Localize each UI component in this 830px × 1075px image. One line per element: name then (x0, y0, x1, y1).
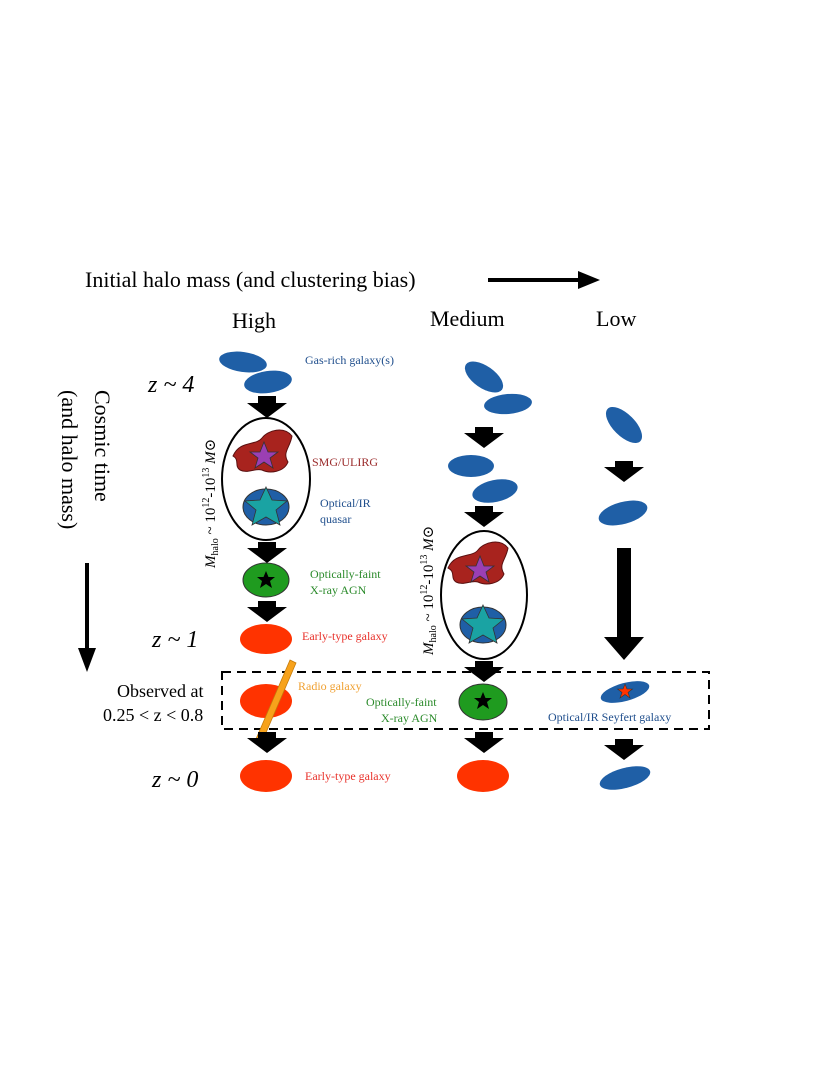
low-column: Optical/IR Seyfert galaxy (548, 406, 671, 790)
down-arrow (464, 661, 504, 682)
gas-rich-galaxy-1 (605, 406, 643, 444)
gas-rich-galaxy-3 (448, 455, 494, 477)
purple-star-icon (464, 554, 496, 583)
black-star-icon (474, 692, 492, 709)
gas-rich-galaxy-2 (598, 500, 648, 526)
early-type-galaxy-medium (457, 760, 509, 792)
halo-mass-label-medium: Mhalo ~ 1012-1013 M⊙ (419, 526, 439, 656)
column-label-low: Low (596, 306, 636, 331)
quasar-label-line1: Optical/IR (320, 496, 371, 510)
red-star-icon (616, 683, 634, 699)
header-title: Initial halo mass (and clustering bias) (85, 267, 416, 292)
redshift-z4: z ~ 4 (147, 372, 194, 398)
gas-rich-label: Gas-rich galaxy(s) (305, 353, 394, 367)
early-type-label-z0: Early-type galaxy (305, 769, 391, 783)
down-arrow (464, 732, 504, 753)
gas-rich-galaxy-1 (464, 361, 504, 393)
cosmic-time-label: Cosmic time (90, 390, 115, 502)
gas-rich-galaxy-4 (472, 479, 518, 503)
early-type-galaxy-z1 (240, 624, 292, 654)
observed-epoch-box (221, 671, 710, 730)
down-arrow (247, 396, 287, 418)
radio-label: Radio galaxy (298, 679, 362, 693)
down-arrow (247, 542, 287, 563)
seyfert-label: Optical/IR Seyfert galaxy (548, 710, 671, 724)
teal-star-icon (243, 486, 289, 526)
medium-column: Mhalo ~ 1012-1013 M⊙ Optically-faint X-r… (366, 361, 532, 792)
gas-rich-galaxy-3 (599, 766, 651, 790)
black-star-icon (257, 571, 275, 588)
halo-mass-label-high: Mhalo ~ 1012-1013 M⊙ (201, 439, 221, 569)
agn-label-medium-line1: Optically-faint (366, 695, 437, 709)
purple-star-icon (248, 440, 280, 469)
smg-label: SMG/ULIRG (312, 455, 378, 469)
agn-label-line1: Optically-faint (310, 567, 381, 581)
quasar-label-line2: quasar (320, 512, 351, 526)
cosmic-time-arrow (78, 563, 96, 672)
down-arrow (464, 427, 504, 448)
halo-mass-side-label: (and halo mass) (57, 390, 82, 529)
gas-rich-galaxy-2 (484, 393, 532, 415)
redshift-z1: z ~ 1 (151, 627, 198, 653)
halo-ellipse-medium (440, 530, 528, 660)
down-arrow (604, 739, 644, 760)
gas-rich-galaxy-1 (219, 351, 267, 373)
long-down-arrow (604, 548, 644, 660)
column-label-medium: Medium (430, 306, 505, 331)
early-type-label-z1: Early-type galaxy (302, 629, 388, 643)
early-type-galaxy-z0 (240, 760, 292, 792)
redshift-z0: z ~ 0 (151, 767, 198, 793)
down-arrow (604, 461, 644, 482)
halo-ellipse-high (221, 417, 311, 541)
down-arrow (464, 506, 504, 527)
observed-label-line1: Observed at (117, 681, 203, 701)
observed-label-line2: 0.25 < z < 0.8 (103, 705, 203, 725)
teal-star-icon (460, 604, 506, 644)
agn-label-line2: X-ray AGN (310, 583, 367, 597)
high-column: Gas-rich galaxy(s) SMG/ULIRG Optical/IR … (201, 351, 394, 792)
gas-rich-galaxy-2 (244, 370, 292, 394)
mass-arrow (488, 271, 600, 289)
column-label-high: High (232, 308, 276, 333)
agn-label-medium-line2: X-ray AGN (381, 711, 438, 725)
down-arrow (247, 732, 287, 753)
down-arrow (247, 601, 287, 622)
